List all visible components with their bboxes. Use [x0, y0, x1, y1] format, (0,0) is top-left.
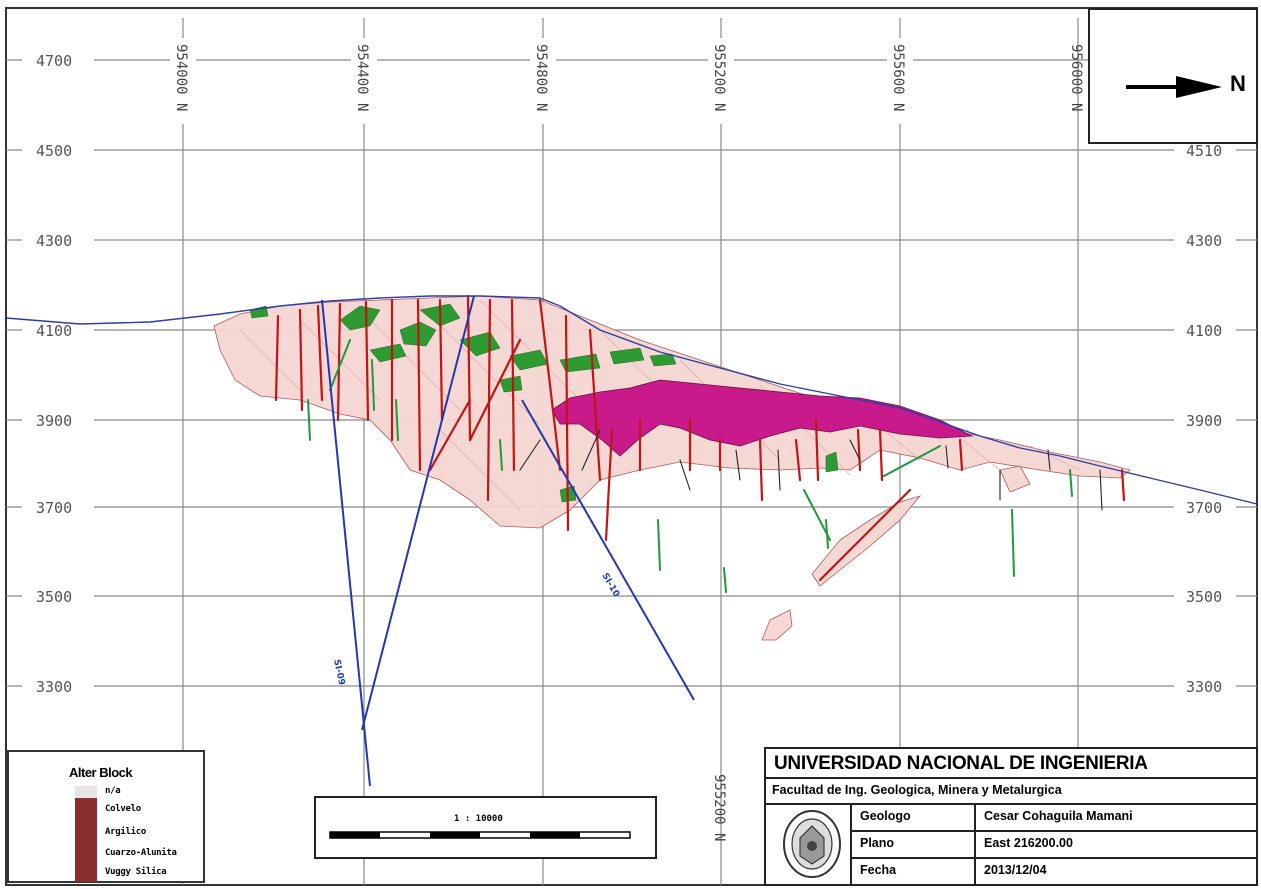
north-label: N	[1230, 71, 1246, 96]
legend-swatch-na	[75, 786, 97, 798]
elev-label-right: 4100	[1186, 322, 1222, 340]
legend-item: n/a	[105, 786, 121, 796]
legend-item: Cuarzo-Alunita	[105, 848, 177, 858]
elev-label-right: 3700	[1186, 499, 1222, 517]
drill-hole-label: SI-09	[331, 659, 346, 687]
fecha-value: 2013/12/04	[984, 863, 1047, 877]
geologo-value: Cesar Cohaguila Mamani	[984, 809, 1133, 823]
quartz-alunite-body	[551, 379, 974, 457]
northing-label: 954800 N	[533, 44, 549, 111]
legend: Alter Block n/a Colvelo Argilico Cuarzo-…	[7, 750, 205, 883]
legend-swatch-colluvium	[75, 798, 97, 882]
scale-ratio: 1 : 10000	[454, 814, 503, 824]
plano-value: East 216200.00	[984, 836, 1073, 850]
blue-drill-holes	[321, 295, 695, 787]
elev-label-left: 3700	[36, 499, 72, 517]
elevation-grid	[6, 59, 1257, 687]
title-block: UNIVERSIDAD NACIONAL DE INGENIERIA Facul…	[764, 747, 1258, 886]
map-frame	[5, 7, 1258, 886]
fecha-key: Fecha	[860, 863, 897, 877]
northing-label: 956000 N	[1068, 44, 1084, 111]
geologo-key: Geologo	[860, 809, 911, 823]
elev-label-right: 3300	[1186, 678, 1222, 696]
drill-hole-label: SI-10	[599, 572, 621, 600]
legend-title: Alter Block	[69, 765, 133, 780]
elev-label-left: 4500	[36, 142, 72, 160]
elev-label-left: 3300	[36, 678, 72, 696]
scale-bar-box: 1 : 10000	[314, 796, 657, 859]
legend-item: Vuggy Silica	[105, 867, 167, 877]
elev-label-right: 4300	[1186, 232, 1222, 250]
north-arrow-box: N	[1088, 8, 1258, 144]
elev-label-left: 4300	[36, 232, 72, 250]
university-name: UNIVERSIDAD NACIONAL DE INGENIERIA	[774, 753, 1148, 774]
elev-label-right: 3500	[1186, 588, 1222, 606]
elev-label-left: 3900	[36, 412, 72, 430]
topography-line	[5, 295, 1258, 505]
faculty-name: Facultad de Ing. Geologica, Minera y Met…	[772, 783, 1062, 797]
northing-label-bottom: 955200 N	[711, 774, 727, 841]
elev-label-left: 4100	[36, 322, 72, 340]
northing-label: 954400 N	[354, 44, 370, 111]
northing-grid	[182, 18, 1079, 885]
elev-label-left: 4700	[36, 52, 72, 70]
elev-label-left: 3500	[36, 588, 72, 606]
university-seal-icon	[783, 810, 841, 878]
northing-label: 955600 N	[890, 44, 906, 111]
legend-item: Colvelo	[105, 804, 141, 814]
legend-item: Argilico	[105, 827, 146, 837]
arrow-right-icon	[1126, 76, 1222, 98]
northing-label: 955200 N	[711, 44, 727, 111]
drill-holes	[274, 294, 1126, 593]
plano-key: Plano	[860, 836, 895, 850]
scale-bar	[329, 831, 631, 839]
elev-label-right: 4510	[1186, 142, 1222, 160]
elev-label-right: 3900	[1186, 412, 1222, 430]
northing-label: 954000 N	[173, 44, 189, 111]
